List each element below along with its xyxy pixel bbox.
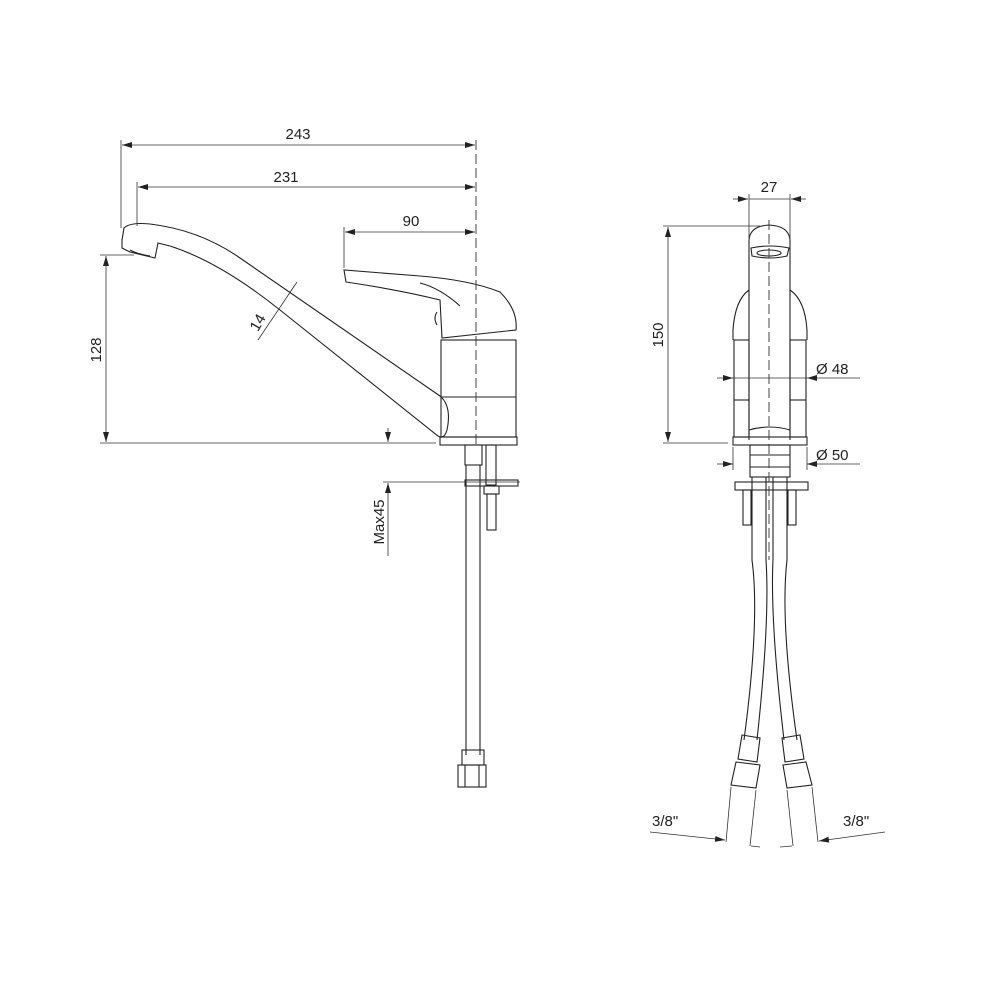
dim-128: 128 xyxy=(88,337,105,362)
side-dimensions: 243 231 90 128 14 Max45 xyxy=(88,126,520,556)
dim-243: 243 xyxy=(285,126,310,143)
dim-231: 231 xyxy=(273,169,298,186)
front-dimensions: 27 150 Ø 48 Ø 50 3/8" 3/8" xyxy=(649,179,886,848)
dim-diameter-48: Ø 48 xyxy=(816,361,849,378)
dim-hose-right: 3/8" xyxy=(843,813,869,830)
faucet-side-outline xyxy=(121,140,519,788)
side-view: 243 231 90 128 14 Max45 xyxy=(88,126,520,788)
dim-14: 14 xyxy=(247,311,270,334)
dim-max45: Max45 xyxy=(371,499,388,544)
dim-diameter-50: Ø 50 xyxy=(816,447,849,464)
faucet-front-outline xyxy=(730,220,813,789)
dim-27: 27 xyxy=(761,179,778,196)
front-view: 27 150 Ø 48 Ø 50 3/8" 3/8" xyxy=(649,179,886,848)
dim-hose-left: 3/8" xyxy=(652,813,678,830)
dim-150: 150 xyxy=(650,322,667,347)
dim-90: 90 xyxy=(403,213,420,230)
